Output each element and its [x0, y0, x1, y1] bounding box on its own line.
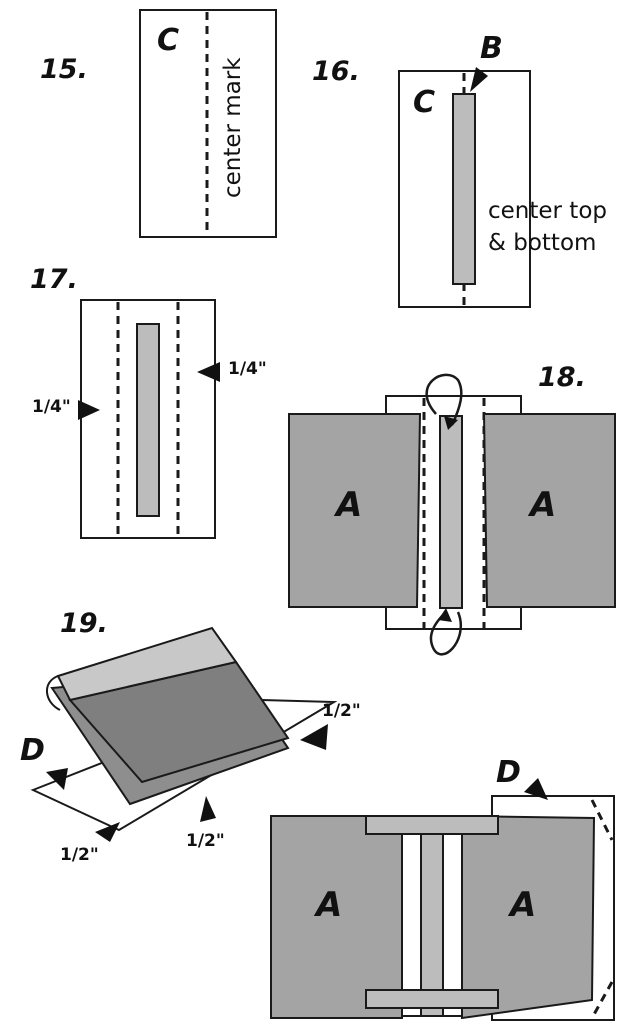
step-16-letter-c: C — [413, 85, 435, 120]
step-16: 16. C B center top & bottom — [312, 31, 607, 308]
step-19-d-arrow — [46, 768, 68, 790]
step-20-center-strip — [420, 825, 444, 1017]
step-18-top-fold-arrow — [425, 373, 463, 426]
step-19-right-arrow — [300, 724, 328, 750]
step-15-letter-c: C — [157, 23, 179, 58]
step-19-fold-edge — [46, 675, 61, 711]
step-19-bottom-mid-arrow — [200, 796, 216, 822]
step-18-top-arrowhead — [444, 416, 458, 430]
step-18-bottom-arrowhead — [438, 608, 452, 622]
step-20-left-panel — [270, 815, 403, 1019]
step-16-letter-b: B — [480, 31, 503, 66]
step-20-letter-d: D — [496, 755, 521, 790]
step-20-right-letter: A — [507, 885, 536, 925]
step-19-bottom-left-arrow — [95, 822, 120, 842]
step-20-bottom-tab — [365, 989, 499, 1009]
step-20: D A A — [270, 755, 615, 1021]
step-16-pointer-arrow — [470, 67, 488, 92]
step-16-strip-b — [452, 93, 476, 285]
step-20-top-tab — [365, 815, 499, 835]
step-19-folded-top-band — [56, 626, 238, 702]
step-17-left-measure: 1/4" — [32, 397, 71, 417]
step-17-right-measure: 1/4" — [228, 359, 267, 379]
step-16-number: 16. — [312, 56, 360, 87]
step-17-number: 17. — [30, 264, 78, 295]
step-19-number: 19. — [60, 608, 108, 639]
step-17: 17. 1/4" 1/4" — [30, 264, 267, 539]
step-20-d-arrow — [524, 778, 548, 800]
step-15-center-mark-label: center mark — [220, 57, 246, 198]
step-18: 18. A A — [288, 362, 616, 656]
step-18-strip — [439, 415, 463, 609]
step-20-top-corner-stitch — [590, 799, 614, 841]
step-18-right-panel — [482, 413, 616, 608]
step-19-right-measure: 1/2" — [322, 701, 361, 721]
step-18-left-panel — [288, 413, 422, 608]
step-15-number: 15. — [40, 54, 88, 85]
step-15: 15. C center mark — [40, 9, 277, 238]
step-19-bottom-left-measure: 1/2" — [60, 845, 99, 865]
step-17-strip — [136, 323, 160, 517]
step-18-bottom-fold-arrow — [429, 611, 462, 656]
step-16-label-line1: center top — [488, 198, 607, 224]
step-19-letter-d: D — [20, 733, 45, 768]
step-18-number: 18. — [538, 362, 586, 393]
step-17-left-arrow — [78, 400, 100, 420]
step-18-left-letter: A — [333, 485, 362, 525]
step-19: 19. 1/2" D 1/2" 1/2" — [20, 608, 361, 865]
step-20-bottom-corner-stitch — [590, 981, 614, 1019]
step-19-bottom-mid-measure: 1/2" — [186, 831, 225, 851]
step-20-left-letter: A — [313, 885, 342, 925]
step-16-label-line2: & bottom — [488, 230, 596, 256]
step-18-right-letter: A — [527, 485, 556, 525]
step-17-right-arrow — [197, 362, 220, 382]
